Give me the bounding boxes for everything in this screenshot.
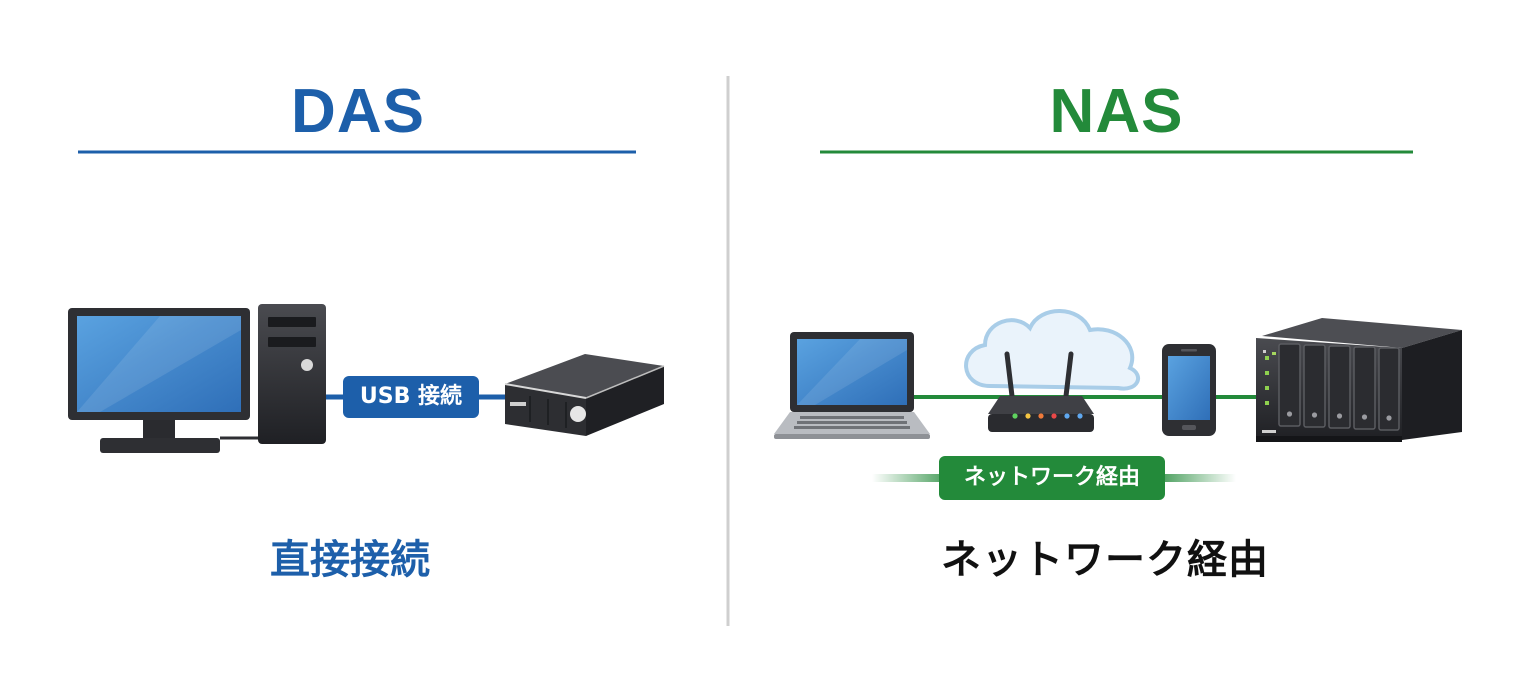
network-connection-label: ネットワーク経由 xyxy=(963,465,1140,490)
desktop-monitor-icon xyxy=(68,308,250,453)
laptop-icon xyxy=(774,332,930,439)
network-badge-bg xyxy=(939,456,1165,500)
nas-caption: ネットワーク経由 xyxy=(941,537,1269,583)
cloud-icon xyxy=(964,309,1141,391)
nas-server-icon xyxy=(1256,318,1462,442)
usb-connection-label: USB 接続 xyxy=(359,384,463,409)
pc-tower-icon xyxy=(258,304,326,444)
das-caption: 直接接続 xyxy=(270,537,430,583)
smartphone-icon xyxy=(1162,344,1216,436)
external-hdd-icon xyxy=(504,354,665,436)
das-title: DAS xyxy=(291,77,425,146)
wifi-router-icon xyxy=(988,351,1094,432)
nas-title: NAS xyxy=(1049,77,1184,146)
usb-badge-bg xyxy=(343,376,479,418)
